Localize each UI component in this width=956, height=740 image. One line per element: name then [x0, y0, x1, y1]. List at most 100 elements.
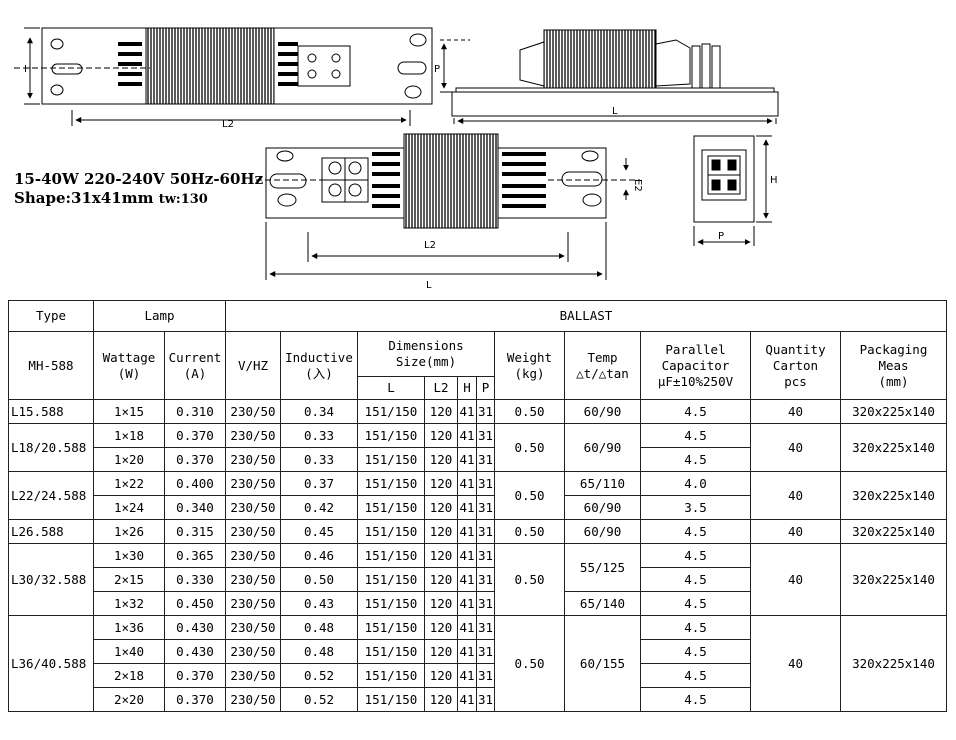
spec-voltage-frequency: 15-40W 220-240V 50Hz-60Hz [14, 170, 264, 188]
cell-dim-h: 41 [457, 687, 477, 712]
cell-packaging: 320x225x140 [840, 399, 947, 424]
cell-wattage: 2×20 [93, 687, 165, 712]
cell-wattage: 1×15 [93, 399, 165, 424]
cell-capacitor: 4.5 [640, 591, 751, 616]
cell-dim-p: 31 [476, 615, 495, 640]
cell-dim-l: 151/150 [357, 423, 425, 448]
cell-wattage: 1×20 [93, 447, 165, 472]
cell-inductive: 0.52 [280, 687, 358, 712]
cell-dim-p: 31 [476, 495, 495, 520]
cell-current: 0.450 [164, 591, 226, 616]
cell-current: 0.370 [164, 663, 226, 688]
cell-dim-l: 151/150 [357, 663, 425, 688]
cell-temp: 65/140 [564, 591, 641, 616]
header-dim-l: L [357, 376, 425, 400]
cell-capacitor: 4.5 [640, 663, 751, 688]
header-vhz: V/HZ [225, 331, 281, 400]
cell-current: 0.340 [164, 495, 226, 520]
cell-capacitor: 4.5 [640, 423, 751, 448]
cell-type: L18/20.588 [8, 423, 94, 472]
cell-type: L22/24.588 [8, 471, 94, 520]
cell-inductive: 0.33 [280, 447, 358, 472]
cell-wattage: 2×18 [93, 663, 165, 688]
cell-vhz: 230/50 [225, 567, 281, 592]
cell-quantity: 40 [750, 615, 841, 712]
cell-inductive: 0.45 [280, 519, 358, 544]
cell-dim-p: 31 [476, 567, 495, 592]
cell-dim-p: 31 [476, 543, 495, 568]
cell-quantity: 40 [750, 543, 841, 616]
cell-temp: 60/90 [564, 399, 641, 424]
cell-capacitor: 4.5 [640, 639, 751, 664]
cell-dim-l2: 120 [424, 543, 458, 568]
cell-wattage: 1×30 [93, 543, 165, 568]
cell-temp: 60/90 [564, 519, 641, 544]
cell-dim-h: 41 [457, 543, 477, 568]
cell-dim-h: 41 [457, 495, 477, 520]
cell-wattage: 1×18 [93, 423, 165, 448]
cell-dim-p: 31 [476, 447, 495, 472]
cell-dim-l2: 120 [424, 615, 458, 640]
label-e2: E2 [632, 179, 643, 192]
label-center-l: L [426, 280, 432, 291]
cell-dim-l2: 120 [424, 567, 458, 592]
cell-dim-l: 151/150 [357, 447, 425, 472]
cell-dim-h: 41 [457, 471, 477, 496]
cell-vhz: 230/50 [225, 639, 281, 664]
drawing-top-right: P L [434, 29, 779, 124]
ballast-spec-table: Type Lamp BALLAST MH-588 Wattage(W) Curr… [8, 300, 947, 712]
cell-wattage: 1×40 [93, 639, 165, 664]
cell-inductive: 0.37 [280, 471, 358, 496]
cell-dim-l2: 120 [424, 663, 458, 688]
cell-dim-p: 31 [476, 423, 495, 448]
cell-inductive: 0.50 [280, 567, 358, 592]
cell-wattage: 1×32 [93, 591, 165, 616]
cell-current: 0.430 [164, 639, 226, 664]
drawing-top-left: H L2 [14, 27, 433, 130]
cell-inductive: 0.48 [280, 615, 358, 640]
header-dim-h: H [457, 376, 477, 400]
header-weight: Weight(kg) [494, 331, 565, 400]
cell-dim-h: 41 [457, 567, 477, 592]
cell-quantity: 40 [750, 399, 841, 424]
label-l2: L2 [222, 119, 234, 130]
cell-inductive: 0.34 [280, 399, 358, 424]
cell-vhz: 230/50 [225, 399, 281, 424]
cell-capacitor: 4.5 [640, 399, 751, 424]
cell-type: L30/32.588 [8, 543, 94, 616]
cell-capacitor: 4.0 [640, 471, 751, 496]
cell-wattage: 1×24 [93, 495, 165, 520]
cell-temp: 60/90 [564, 423, 641, 472]
cell-current: 0.365 [164, 543, 226, 568]
label-h: H [24, 64, 32, 75]
label-l: L [612, 106, 618, 117]
cell-vhz: 230/50 [225, 423, 281, 448]
cell-weight: 0.50 [494, 615, 565, 712]
header-type: Type [8, 300, 94, 332]
cell-inductive: 0.43 [280, 591, 358, 616]
cell-dim-h: 41 [457, 591, 477, 616]
cell-dim-h: 41 [457, 519, 477, 544]
header-dim-p: P [476, 376, 495, 400]
cell-dim-l: 151/150 [357, 615, 425, 640]
cell-wattage: 1×36 [93, 615, 165, 640]
cell-dim-p: 31 [476, 471, 495, 496]
cell-quantity: 40 [750, 423, 841, 472]
cell-packaging: 320x225x140 [840, 471, 947, 520]
cell-current: 0.315 [164, 519, 226, 544]
cell-capacitor: 3.5 [640, 495, 751, 520]
cell-dim-h: 41 [457, 639, 477, 664]
cell-dim-p: 31 [476, 663, 495, 688]
cell-inductive: 0.46 [280, 543, 358, 568]
spec-tw: tw:130 [158, 192, 208, 207]
header-current: Current(A) [164, 331, 226, 400]
spec-shape: Shape:31x41mm tw:130 [14, 189, 208, 207]
cell-capacitor: 4.5 [640, 615, 751, 640]
cell-vhz: 230/50 [225, 519, 281, 544]
cell-current: 0.370 [164, 447, 226, 472]
cell-dim-l2: 120 [424, 423, 458, 448]
